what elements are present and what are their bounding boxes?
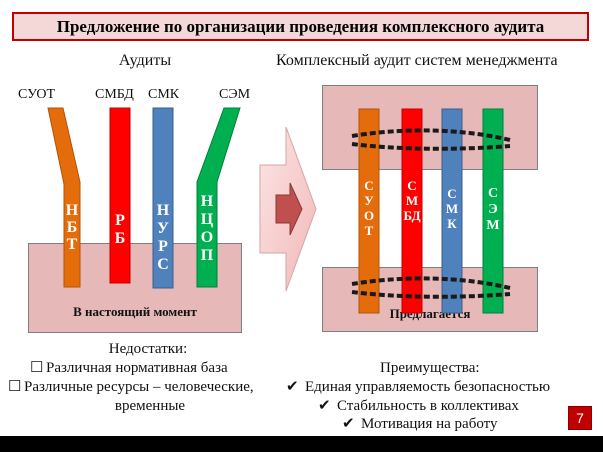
inner-arrow-icon	[275, 182, 303, 236]
bottom-rope	[351, 276, 511, 299]
left-heading: Аудиты	[118, 52, 172, 69]
bottom-bar	[0, 436, 603, 452]
advantage-item: ✔Единая управляемость безопасностью	[286, 379, 551, 395]
checkbox-icon: ☐	[8, 379, 22, 395]
top-rope	[351, 128, 511, 151]
current-state-label: В настоящий момент	[73, 304, 197, 319]
bar-sem-left	[196, 107, 241, 288]
page-number: 7	[568, 406, 592, 430]
right-heading: Комплексный аудит систем менеджмента	[276, 52, 558, 69]
label-smk: СМК	[148, 87, 180, 102]
bar-smk-right	[441, 108, 463, 314]
bar-smbd-right	[401, 108, 423, 314]
label-suot: СУОТ	[18, 87, 56, 102]
bar-sem-right	[482, 108, 504, 314]
slide-title: Предложение по организации проведения ко…	[12, 12, 589, 41]
label-sem: СЭМ	[219, 87, 251, 102]
check-mark-icon: ✔	[318, 398, 331, 414]
bar-smbd-left	[109, 107, 131, 284]
transition-arrow	[259, 126, 317, 292]
checkbox-icon: ☐	[30, 360, 44, 376]
drawback-item: ☐Различная нормативная база	[30, 360, 228, 376]
label-smbd: СМБД	[95, 87, 134, 102]
drawback-item: ☐Различные ресурсы – человеческие,	[8, 379, 254, 395]
advantage-item: ✔Мотивация на работу	[342, 416, 498, 432]
bar-suot-right	[358, 108, 380, 314]
drawback-item-continued: временные	[114, 398, 186, 414]
advantages-title: Преимущества:	[380, 360, 480, 376]
check-mark-icon: ✔	[342, 416, 355, 432]
advantage-item: ✔Стабильность в коллективах	[318, 398, 519, 414]
drawbacks-title: Недостатки:	[108, 341, 188, 357]
check-mark-icon: ✔	[286, 379, 299, 395]
bar-suot-left	[47, 107, 81, 288]
bar-smk-left	[152, 107, 174, 289]
